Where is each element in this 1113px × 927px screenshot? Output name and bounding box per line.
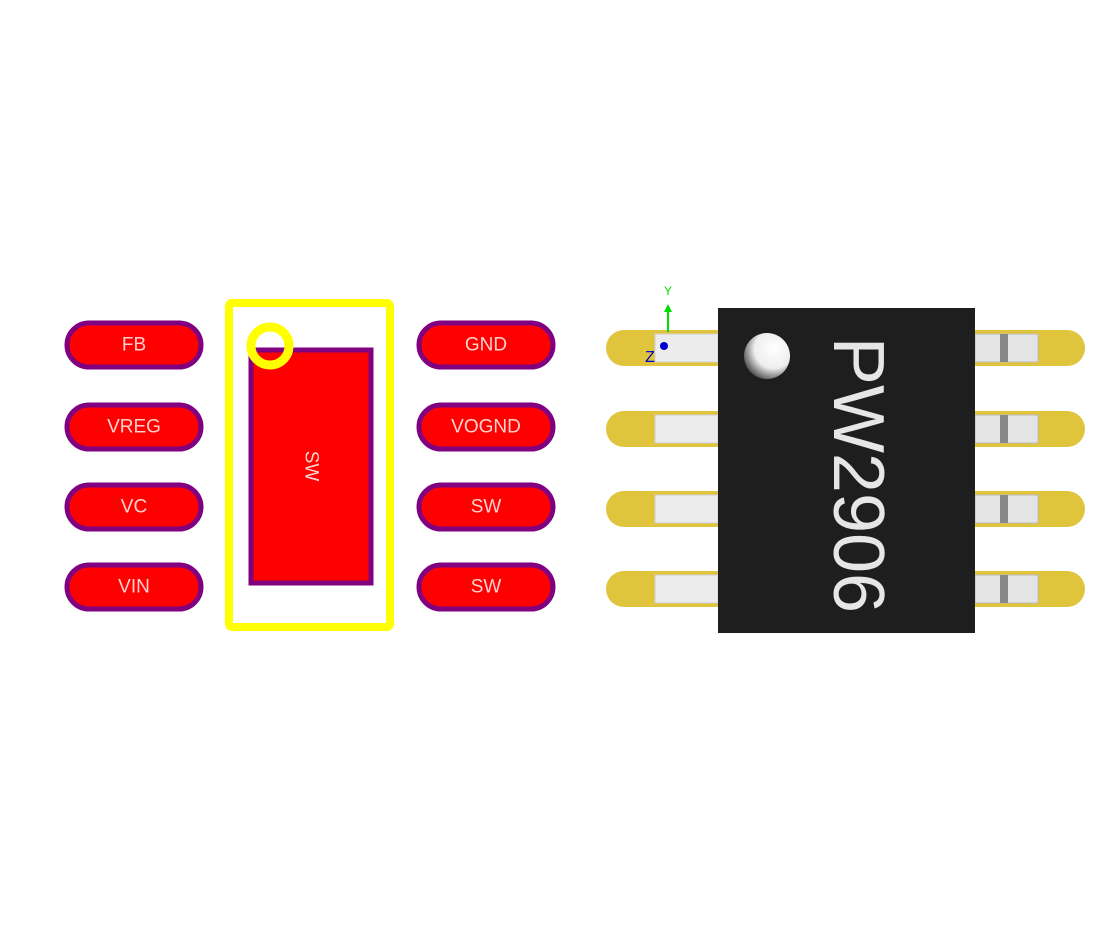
pad-label: SW [471, 577, 502, 598]
smd-pad[interactable] [416, 482, 556, 532]
lead-bend [1000, 334, 1008, 362]
lead-bend [1000, 415, 1008, 443]
smd-pad[interactable] [416, 402, 556, 452]
model-3d: PW2906 Y Z [606, 284, 1085, 633]
pad-label: SW [471, 497, 502, 518]
pad-label: VOGND [451, 417, 521, 438]
lead-left [654, 494, 719, 524]
smd-pad[interactable] [64, 562, 204, 612]
center-pad-label: SW [301, 451, 322, 482]
pad-label: GND [465, 335, 507, 356]
part-label: PW2906 [818, 337, 898, 613]
lead-left [654, 574, 719, 604]
smd-pad[interactable] [416, 320, 556, 370]
pin1-dimple [744, 333, 790, 379]
axis-gizmo: Y Z [645, 284, 672, 366]
smd-pad[interactable] [64, 482, 204, 532]
lead-left [654, 414, 719, 444]
smd-pad[interactable] [64, 402, 204, 452]
pad-label: VREG [107, 417, 161, 438]
center-pad[interactable] [248, 347, 374, 586]
lead-bend [1000, 495, 1008, 523]
footprint-2d: FB VREG VC VIN GND VOGND SW SW SW [64, 299, 556, 631]
silkscreen-outline [225, 299, 394, 631]
pad-label: FB [122, 335, 146, 356]
pin1-marker [246, 322, 294, 370]
smd-pad[interactable] [416, 562, 556, 612]
smd-pad[interactable] [64, 320, 204, 370]
lead-bend [1000, 575, 1008, 603]
axis-y-label: Y [664, 284, 672, 298]
axis-z-label: Z [645, 349, 655, 366]
pad-label: VC [121, 497, 147, 518]
pad-label: VIN [118, 577, 150, 598]
